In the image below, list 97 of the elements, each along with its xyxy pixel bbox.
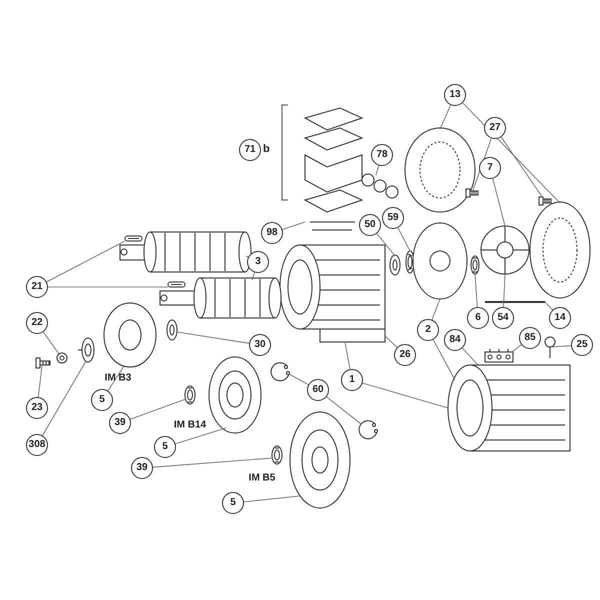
leader-line [440, 104, 451, 130]
callout-number: 7 [479, 157, 501, 179]
leader-line [176, 332, 250, 344]
terminal-box-drawing [304, 107, 364, 230]
spacer-drawing [78, 338, 94, 362]
leader-line [550, 345, 572, 348]
key-drawing [168, 282, 186, 288]
leader-line [252, 272, 255, 280]
leader-line [500, 136, 546, 202]
washer-drawing [56, 352, 68, 364]
callout-number: 3 [247, 251, 269, 273]
fan-cover-drawing [404, 128, 476, 212]
callout-number: 59 [382, 207, 404, 229]
leader-line [344, 342, 350, 370]
rotor-drawing [160, 278, 282, 318]
leader-line [384, 336, 398, 348]
leader-line [432, 339, 456, 380]
callout-number: 14 [549, 307, 571, 329]
circlip-drawing [270, 362, 290, 382]
flange-drawing [290, 412, 350, 508]
mounting-label: IM B14 [174, 420, 206, 430]
leader-line [432, 298, 440, 320]
seal-ring-drawing [272, 446, 282, 464]
callout-number: 5 [154, 436, 176, 458]
leader-line [152, 458, 274, 468]
leader-line [503, 274, 506, 308]
callout-number: 13 [444, 84, 466, 106]
callout-number: 30 [249, 334, 271, 356]
flange-drawing [104, 302, 156, 368]
callout-number: 308 [26, 434, 48, 456]
leader-line [462, 348, 478, 366]
circlip-drawing [358, 420, 378, 440]
leader-line [175, 428, 226, 444]
fan-cover-drawing [530, 202, 590, 298]
callout-number: 5 [91, 389, 113, 411]
cable-gland-drawing [362, 174, 398, 198]
leader-line [38, 366, 42, 398]
leader-line [108, 366, 124, 392]
callout-number: 25 [571, 334, 593, 356]
leader-line [544, 302, 553, 310]
leader-line [130, 398, 186, 420]
leader-line [282, 222, 306, 230]
callout-number: 71 [239, 139, 261, 161]
callout-number: 39 [109, 412, 131, 434]
callout-suffix: b [263, 143, 270, 155]
callout-number: 26 [394, 344, 416, 366]
mounting-label: IM B5 [248, 472, 276, 484]
callout-number: 50 [359, 214, 381, 236]
callout-number: 78 [371, 144, 393, 166]
callout-number: 21 [26, 276, 48, 298]
flange-drawing [208, 356, 262, 434]
leader-line [246, 256, 249, 258]
bearing-drawing [390, 254, 400, 276]
eyebolt-drawing [544, 336, 556, 358]
leader-line [48, 286, 168, 288]
leader-line [326, 396, 362, 424]
callout-number: 39 [131, 457, 153, 479]
callout-number: 85 [519, 327, 541, 349]
screw-icon [538, 196, 552, 206]
seal-ring-drawing [470, 256, 480, 274]
callout-number: 84 [444, 329, 466, 351]
fan-drawing [480, 226, 530, 274]
terminal-block-drawing [484, 348, 514, 362]
leader-line [362, 382, 448, 408]
callout-number: 98 [261, 222, 283, 244]
callout-number: 23 [26, 397, 48, 419]
leader-line [376, 233, 396, 256]
bearing-drawing [166, 320, 178, 340]
rotor-drawing [120, 232, 252, 272]
leader-line [462, 102, 560, 204]
seal-ring-drawing [184, 386, 196, 404]
leader-line [472, 138, 492, 194]
key-drawing [124, 236, 142, 242]
leader-line [512, 344, 522, 352]
callout-number: 1 [341, 369, 363, 391]
leader-line [398, 227, 410, 252]
end-shield-drawing [412, 222, 468, 300]
motor-housing-drawing [448, 364, 570, 452]
screw-icon [36, 358, 50, 368]
leader-line [244, 496, 300, 502]
leader-line [43, 332, 60, 354]
callout-number: 22 [26, 312, 48, 334]
callout-number: 60 [307, 379, 329, 401]
leader-line [376, 165, 380, 176]
leader-line [492, 178, 506, 226]
callout-number: 54 [492, 307, 514, 329]
mounting-label: IM B3 [104, 372, 132, 384]
leader-line [42, 360, 86, 436]
motor-housing-drawing [280, 244, 386, 342]
callout-number: 2 [417, 319, 439, 341]
callout-number: 6 [467, 307, 489, 329]
leader-line [46, 240, 126, 282]
leader-line [474, 274, 478, 308]
callout-number: 5 [222, 492, 244, 514]
leader-line [288, 374, 309, 386]
screw-icon [466, 188, 478, 198]
callout-number: 27 [484, 117, 506, 139]
